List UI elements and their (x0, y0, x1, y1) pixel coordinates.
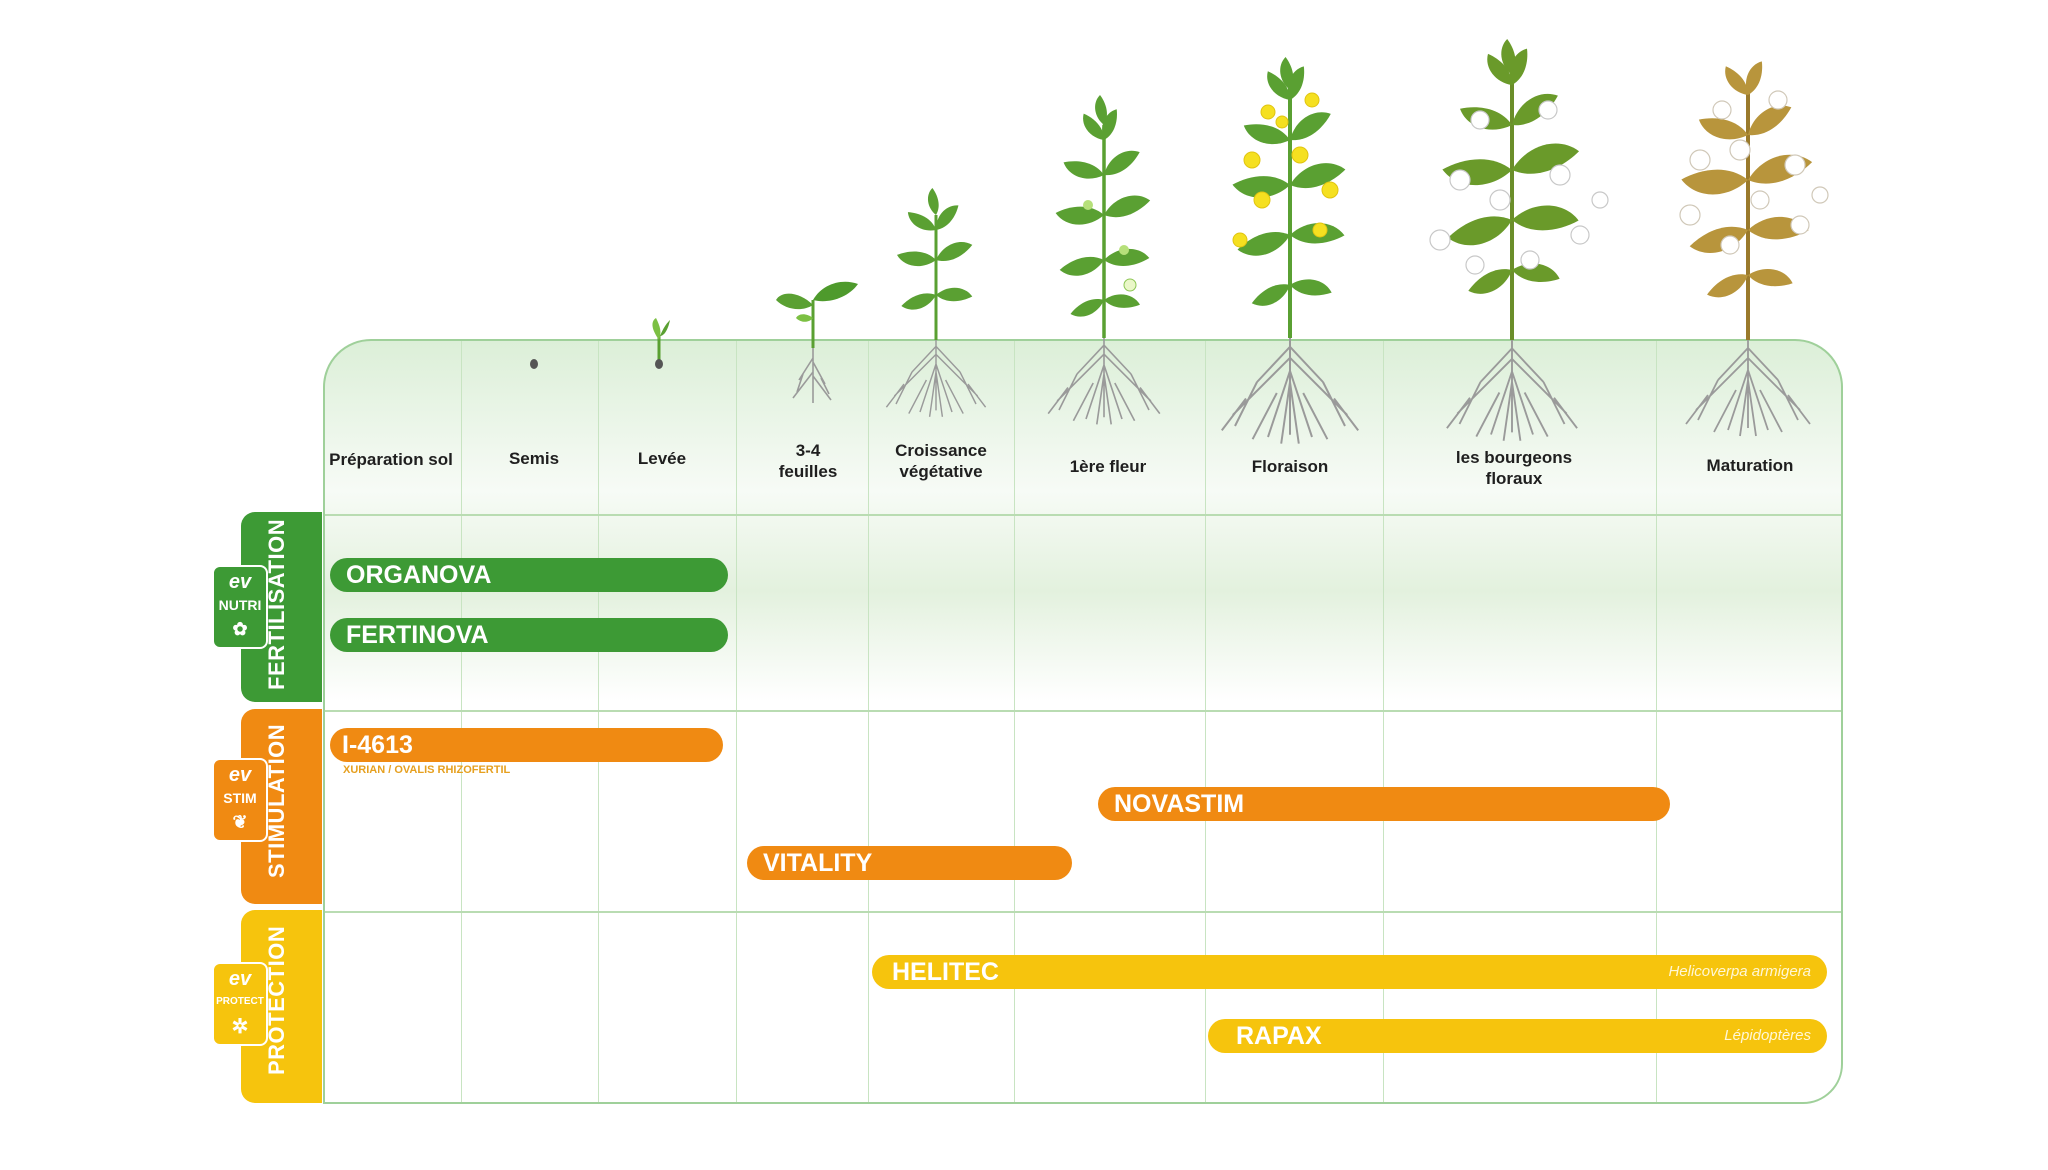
organova-bar: ORGANOVA (330, 558, 728, 592)
sprout-illustration (652, 318, 670, 369)
i4613-bar: I-4613 (330, 728, 723, 762)
section-divider (325, 514, 1841, 516)
seed-illustration (530, 359, 538, 369)
helitec-target: Helicoverpa armigera (1668, 963, 1811, 980)
grid-line (1656, 341, 1657, 1102)
stage-label-sowing: Semis (508, 449, 560, 468)
novastim-bar: NOVASTIM (1098, 787, 1670, 821)
plant-icon: ✿ (232, 619, 248, 639)
rapax-label: RAPAX (1236, 1022, 1322, 1050)
section-divider (325, 911, 1841, 913)
ev-logo: ev (228, 764, 252, 786)
stim-badge-label: STIM (223, 790, 257, 806)
boll-plant-illustration (1429, 39, 1609, 442)
vitality-bar: VITALITY (747, 846, 1072, 880)
protect-badge-label: PROTECT (216, 996, 264, 1007)
grid-line (598, 341, 599, 1102)
sprout-icon: ❦ (232, 812, 248, 832)
novastim-label: NOVASTIM (1114, 790, 1245, 818)
stage-label-flower-buds: les bourgeons floraux (1455, 448, 1573, 488)
grid-line (1205, 341, 1206, 1102)
rapax-bar: RAPAX Lépidoptères (1208, 1019, 1827, 1053)
grid-line (1014, 341, 1015, 1102)
flowering-plant-illustration (1220, 57, 1360, 445)
stim-badge: ev STIM ❦ (212, 758, 268, 842)
ev-logo: ev (228, 571, 252, 593)
grid-line (1383, 341, 1384, 1102)
ev-logo: ev (228, 968, 252, 990)
nutri-badge-label: NUTRI (218, 597, 262, 613)
vitality-label: VITALITY (763, 849, 873, 877)
stage-label-flowering: Floraison (1251, 457, 1329, 476)
organova-label: ORGANOVA (346, 561, 492, 589)
stage-label-soil-preparation: Préparation sol (329, 450, 453, 469)
stage-label-3-4-leaves: 3-4 feuilles (778, 441, 838, 481)
stage-label-vegetative-growth: Croissance végétative (895, 441, 987, 481)
grid-line (461, 341, 462, 1102)
fertinova-bar: FERTINOVA (330, 618, 728, 652)
insect-icon: ✲ (231, 1016, 249, 1038)
helitec-bar: HELITEC Helicoverpa armigera (872, 955, 1827, 989)
rapax-target: Lépidoptères (1724, 1027, 1811, 1044)
i4613-label: I-4613 (342, 731, 413, 759)
mature-plant-illustration (1679, 58, 1829, 437)
seedling-illustration (776, 281, 858, 404)
grid-line (868, 341, 869, 1102)
protect-badge: ev PROTECT ✲ (212, 962, 268, 1046)
stage-label-first-flower: 1ère fleur (1069, 457, 1147, 476)
i4613-note: XURIAN / OVALIS RHIZOFERTIL (343, 764, 511, 776)
first-flower-plant-illustration (1047, 95, 1161, 426)
nutri-badge: ev NUTRI ✿ (212, 565, 268, 649)
fertinova-label: FERTINOVA (346, 621, 489, 649)
vegetative-plant-illustration (885, 188, 987, 418)
grid-line (736, 341, 737, 1102)
stage-label-emergence: Levée (637, 449, 687, 468)
stage-label-maturation: Maturation (1706, 456, 1794, 475)
helitec-label: HELITEC (892, 958, 999, 986)
section-divider (325, 710, 1841, 712)
